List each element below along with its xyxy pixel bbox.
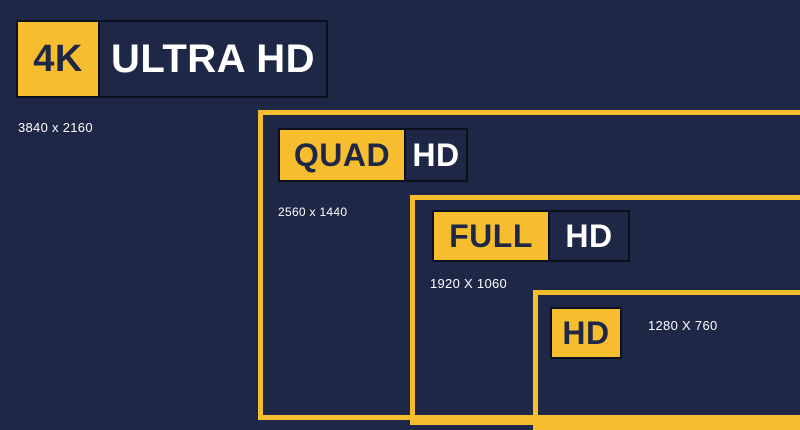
badge-full-hd: FULL HD bbox=[432, 210, 630, 262]
resolution-full-hd: 1920 X 1060 bbox=[430, 276, 508, 291]
badge-4k-ultra-hd: 4K ULTRA HD bbox=[16, 20, 328, 98]
badge-label: ULTRA HD bbox=[98, 22, 326, 96]
badge-hd: HD bbox=[550, 307, 622, 359]
resolution-4k: 3840 x 2160 bbox=[18, 120, 93, 135]
resolution-hd: 1280 X 760 bbox=[648, 318, 718, 333]
badge-prefix: 4K bbox=[18, 22, 98, 96]
badge-label: HD bbox=[404, 130, 466, 180]
badge-quad-hd: QUAD HD bbox=[278, 128, 468, 182]
badge-prefix: QUAD bbox=[280, 130, 404, 180]
badge-prefix: FULL bbox=[434, 212, 548, 260]
badge-label: HD bbox=[548, 212, 628, 260]
resolution-quad-hd: 2560 x 1440 bbox=[278, 205, 348, 219]
badge-prefix: HD bbox=[552, 309, 620, 357]
